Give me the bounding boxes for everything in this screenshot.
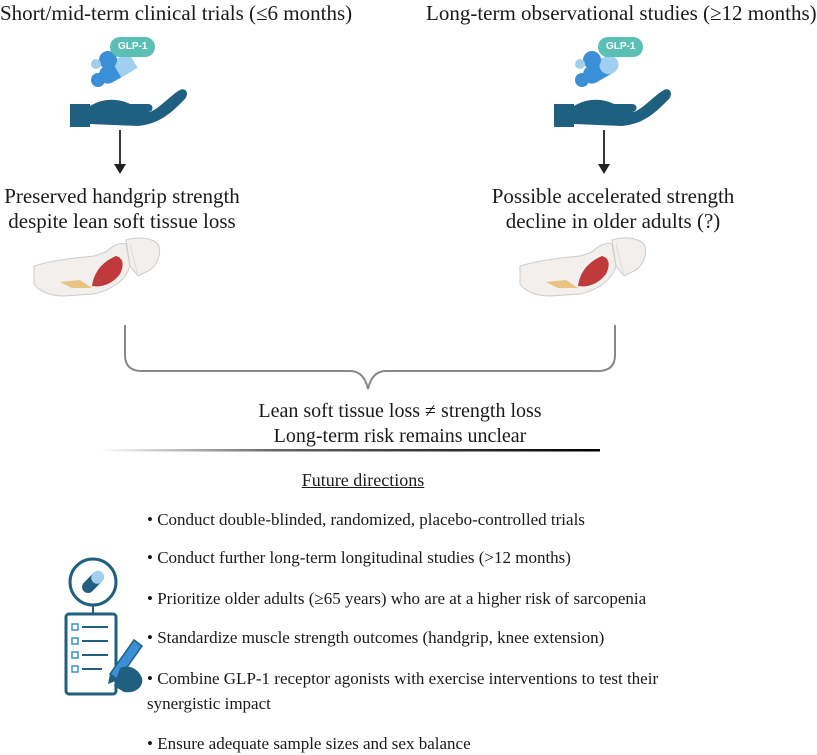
hand-pills-icon <box>70 51 187 127</box>
glp1-badge-label: GLP-1 <box>598 37 644 57</box>
list-item: • Standardize muscle strength outcomes (… <box>147 628 605 647</box>
right-glp1-badge: GLP-1 <box>598 36 644 57</box>
down-arrow-icon <box>598 130 610 174</box>
list-item: • Prioritize older adults (≥65 years) wh… <box>147 589 647 608</box>
down-arrow-icon <box>114 130 126 174</box>
hand-pills-icon <box>554 51 671 127</box>
list-item: • Conduct further long-term longitudinal… <box>147 548 571 567</box>
list-item: • Combine GLP-1 receptor agonists with e… <box>147 669 659 713</box>
future-directions-title: Future directions <box>301 470 425 490</box>
summary-line2: Long-term risk remains unclear <box>273 425 527 447</box>
right-column-title: Long-term observational studies (≥12 mon… <box>426 1 817 25</box>
summary-line1: Lean soft tissue loss ≠ strength loss <box>258 400 542 422</box>
right-outcome-line1: Possible accelerated strength <box>491 184 735 208</box>
right-outcome-line2: decline in older adults (?) <box>505 209 721 233</box>
right-outcome: Possible accelerated strength decline in… <box>485 184 741 234</box>
arm-muscle-icon <box>33 237 161 297</box>
list-item: • Ensure adequate sample sizes and sex b… <box>147 734 471 753</box>
arm-muscle-icon <box>519 237 647 297</box>
list-item: • Conduct double-blinded, randomized, pl… <box>147 510 585 529</box>
left-outcome-line2: despite lean soft tissue loss <box>8 209 236 233</box>
merge-bracket <box>124 325 616 390</box>
left-column-title: Short/mid-term clinical trials (≤6 month… <box>0 1 353 25</box>
clipboard-pill-icon <box>64 557 144 696</box>
summary-divider <box>100 449 600 452</box>
left-outcome: Preserved handgrip strength despite lean… <box>0 184 244 234</box>
glp1-badge-label: GLP-1 <box>110 37 156 57</box>
left-outcome-line1: Preserved handgrip strength <box>4 184 240 208</box>
left-glp1-badge: GLP-1 <box>110 36 156 57</box>
